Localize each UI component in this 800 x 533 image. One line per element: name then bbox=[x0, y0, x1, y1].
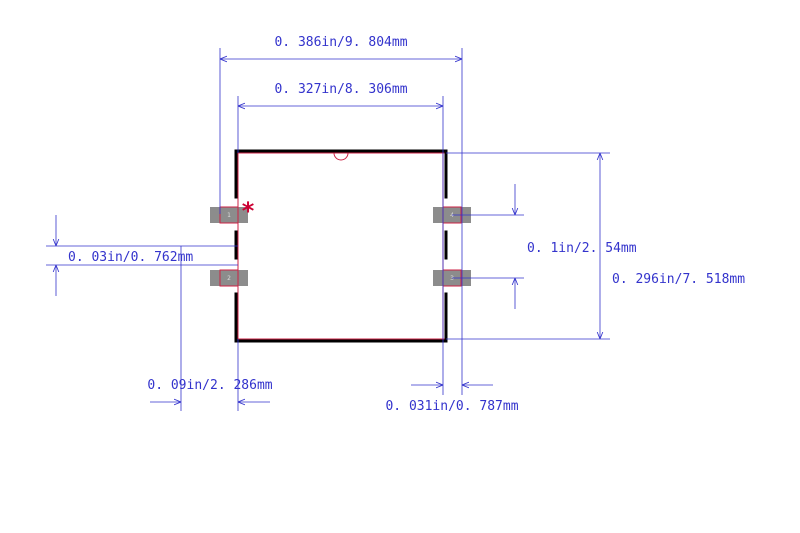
overall-width-label: 0. 386in/9. 804mm bbox=[274, 35, 407, 50]
overall-height-label: 0. 296in/7. 518mm bbox=[612, 272, 745, 287]
pad-width-label: 0. 031in/0. 787mm bbox=[385, 399, 518, 414]
body-outline bbox=[234, 149, 448, 343]
pitch-label: 0. 1in/2. 54mm bbox=[527, 241, 637, 256]
pad-length-label: 0. 09in/2. 286mm bbox=[147, 378, 272, 393]
pad-4-label: 4 bbox=[450, 212, 454, 219]
pin1-marker-icon: * bbox=[242, 197, 255, 225]
pad-height-label: 0. 03in/0. 762mm bbox=[68, 250, 193, 265]
pad-1: 1 bbox=[210, 206, 248, 224]
dimension-lines bbox=[46, 48, 610, 411]
pad-3-label: 3 bbox=[450, 275, 454, 282]
courtyard-lines bbox=[237, 152, 446, 340]
pin1-notch bbox=[333, 152, 349, 161]
pad-2-label: 2 bbox=[227, 275, 231, 282]
body-width-label: 0. 327in/8. 306mm bbox=[274, 82, 407, 97]
pad-1-label: 1 bbox=[227, 212, 231, 219]
pad-2: 2 bbox=[210, 269, 248, 287]
